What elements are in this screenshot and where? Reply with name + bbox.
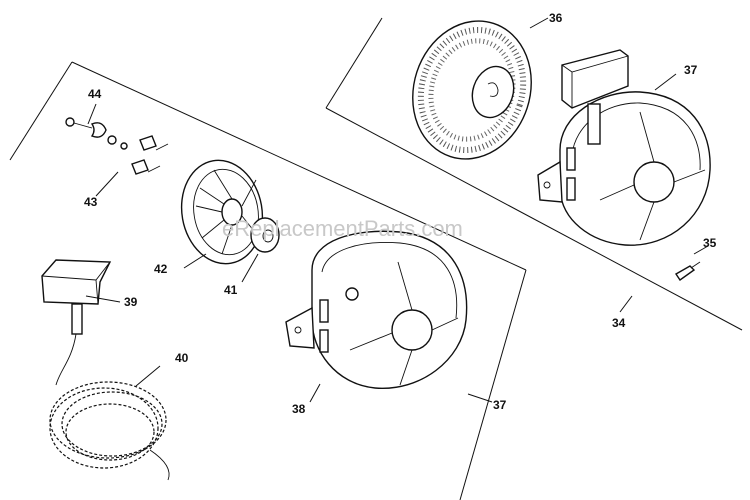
part-41-washer [250,217,280,253]
part-38-lower-housing [285,230,468,389]
callout-37-lower: 37 [493,398,507,412]
part-39-handle [41,259,112,335]
callout-38: 38 [292,402,306,416]
callout-41: 41 [224,283,238,297]
callout-39: 39 [124,295,138,309]
assembly-37-boundary [9,61,527,500]
leader-lines [85,17,709,403]
part-43-hardware-kit [65,117,169,175]
part-40-rope [49,333,170,481]
part-35-screw [675,261,701,281]
callout-42: 42 [154,262,168,276]
assembly-34-boundary [325,17,743,331]
callout-34: 34 [612,316,626,330]
callout-43: 43 [84,195,98,209]
callout-44: 44 [88,87,102,101]
part-36-screen [412,20,532,160]
callout-35: 35 [703,236,717,250]
callout-37-upper: 37 [684,63,698,77]
part-37-upper-housing [537,49,711,246]
callout-36: 36 [549,11,563,25]
callout-40: 40 [175,351,189,365]
watermark: eReplacementParts.com [222,216,463,241]
part-42-pulley [180,159,264,265]
